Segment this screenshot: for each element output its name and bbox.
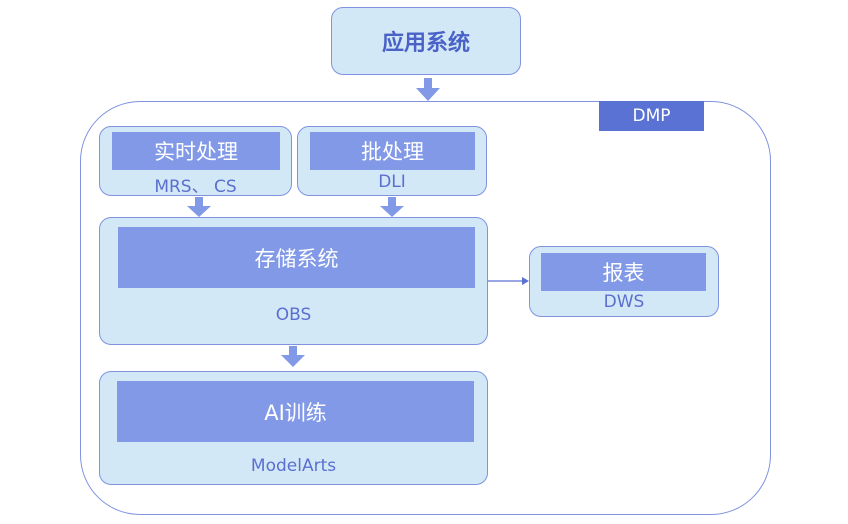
arrow-app-to-dmp [416, 78, 440, 101]
app-system-node [331, 7, 521, 75]
arrow-realtime-to-storage [187, 197, 211, 217]
app-system-label: 应用系统 [381, 31, 470, 56]
ai-service: ModelArts [250, 456, 337, 476]
report-service: DWS [603, 292, 645, 312]
report-label: 报表 [541, 253, 706, 291]
arrow-storage-to-report-head [522, 277, 529, 285]
storage-service: OBS [275, 305, 312, 325]
arrow-batch-to-storage [380, 197, 404, 217]
storage-label: 存储系统 [118, 227, 475, 288]
realtime-label: 实时处理 [112, 132, 280, 170]
dmp-tag: DMP [599, 101, 704, 131]
batch-label: 批处理 [310, 132, 475, 170]
ai-label: AI训练 [117, 381, 474, 442]
batch-service: DLI [378, 172, 406, 192]
realtime-service: MRS、 CS [154, 177, 237, 197]
arrow-storage-to-ai [281, 346, 305, 367]
